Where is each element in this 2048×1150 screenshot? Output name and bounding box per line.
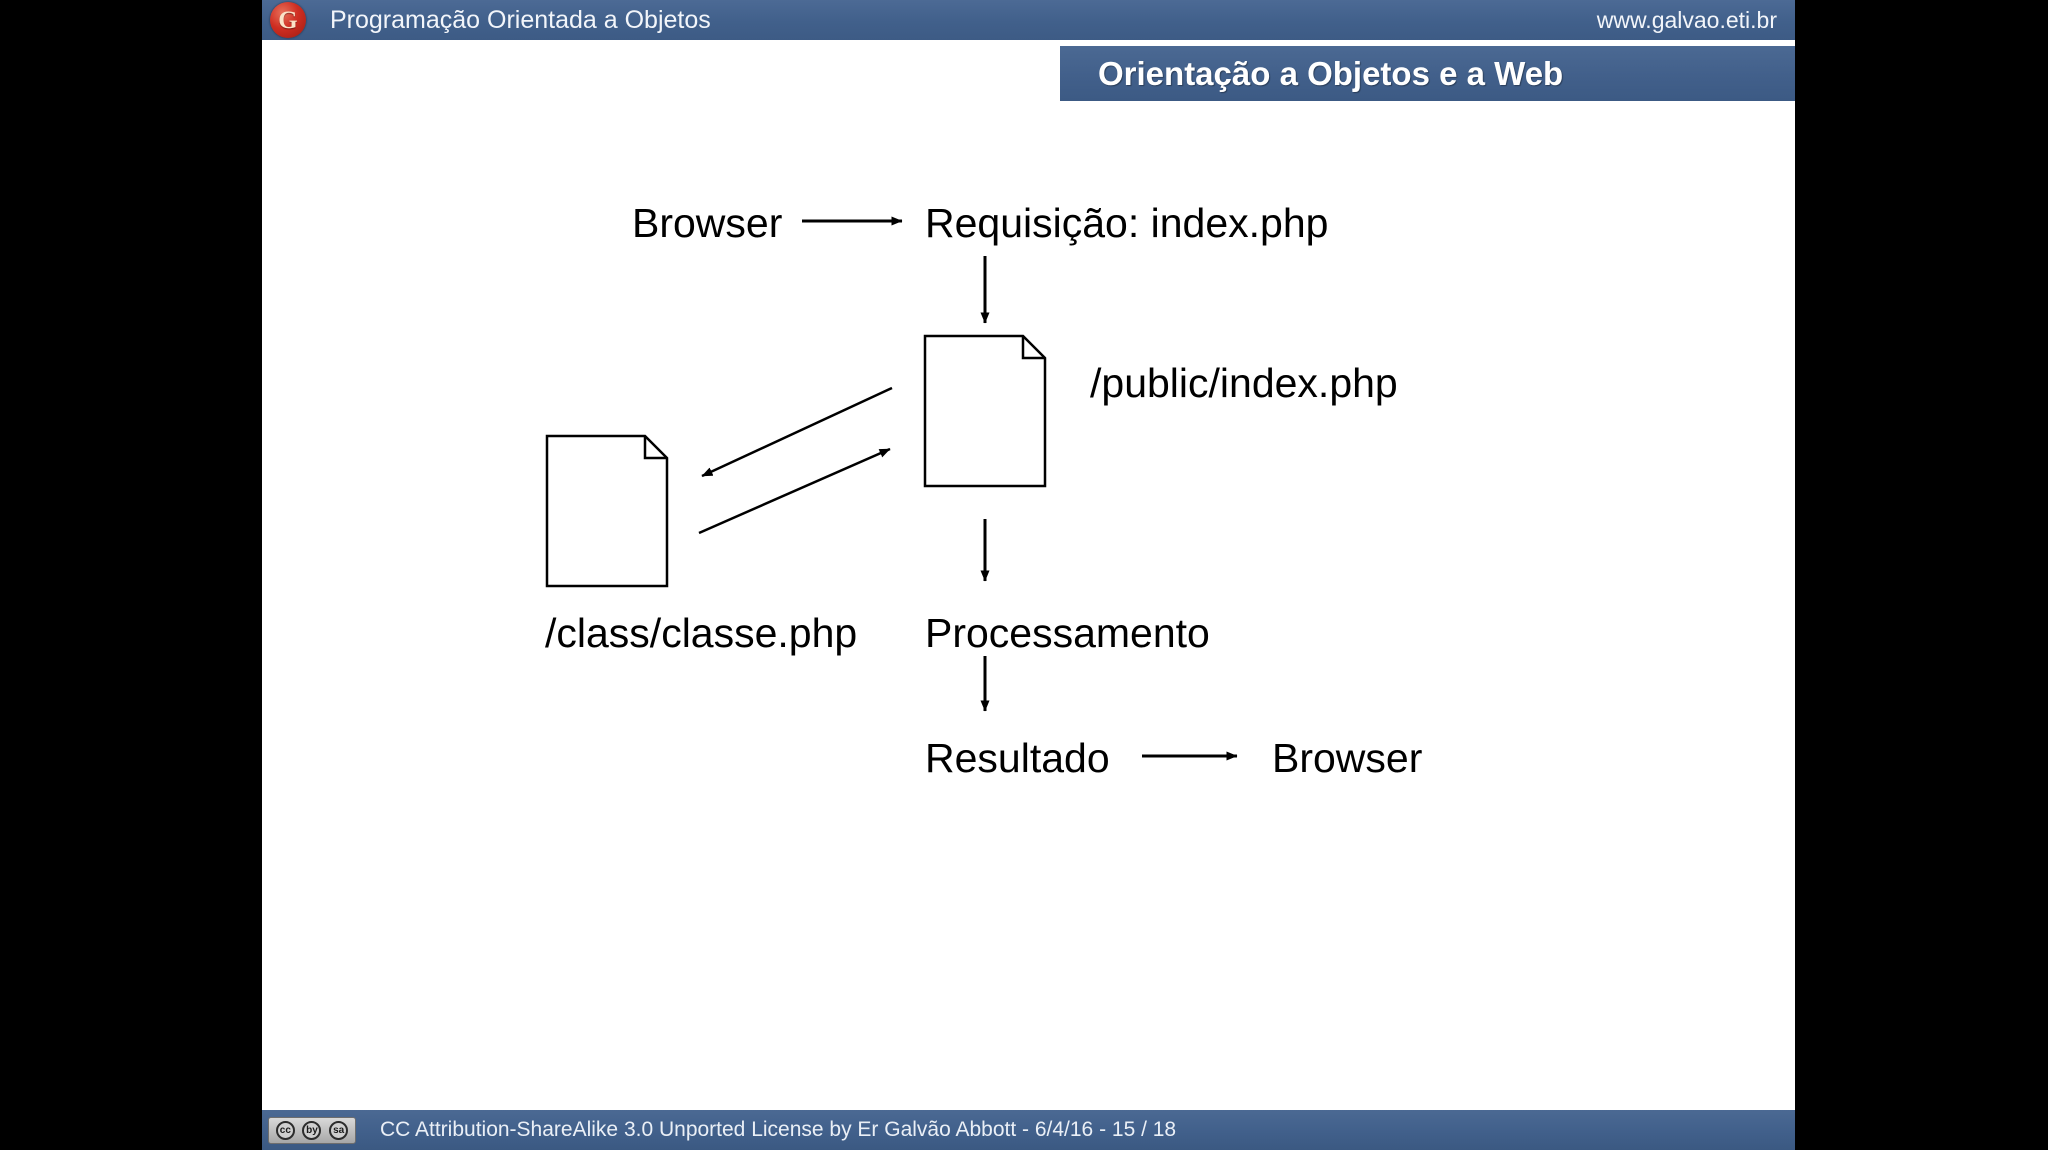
galvao-logo-icon: G [270,2,306,38]
node-label-public-index: /public/index.php [1090,360,1398,406]
edge-public-to-class [701,386,893,478]
section-title-text: Orientação a Objetos e a Web [1098,54,1564,92]
cc-icon: cc [275,1121,295,1140]
node-label-browser-bottom: Browser [1272,735,1423,781]
diagram-vector-layer [545,216,1238,761]
slide-header: G Programação Orientada a Objetos www.ga… [262,0,1795,40]
node-label-resultado: Resultado [925,735,1110,781]
site-url: www.galvao.eti.br [1596,7,1777,33]
slide-footer: cc by sa CC Attribution-ShareAlike 3.0 U… [262,1110,1795,1150]
section-title-banner: Orientação a Objetos e a Web [1060,46,1795,101]
node-label-requisicao: Requisição: index.php [925,200,1329,246]
node-label-browser-top: Browser [632,200,783,246]
license-text: CC Attribution-ShareAlike 3.0 Unported L… [380,1118,1177,1141]
slide-root: G Programação Orientada a Objetos www.ga… [262,0,1795,1150]
logo-letter: G [278,6,298,34]
document-fold-class [643,436,667,460]
document-icon-public [923,334,1047,488]
cc-by-icon: by [302,1121,322,1140]
node-label-class-classe: /class/classe.php [545,610,858,656]
document-fold-public [1021,336,1045,360]
flow-diagram: Browser Requisição: index.php /public/in… [262,101,1795,1073]
presentation-title: Programação Orientada a Objetos [330,6,711,34]
edge-class-to-public [698,447,891,535]
document-icon-class [545,434,669,588]
cc-sa-icon: sa [329,1121,349,1140]
creative-commons-badge[interactable]: cc by sa [268,1117,356,1144]
node-label-processamento: Processamento [925,610,1210,656]
